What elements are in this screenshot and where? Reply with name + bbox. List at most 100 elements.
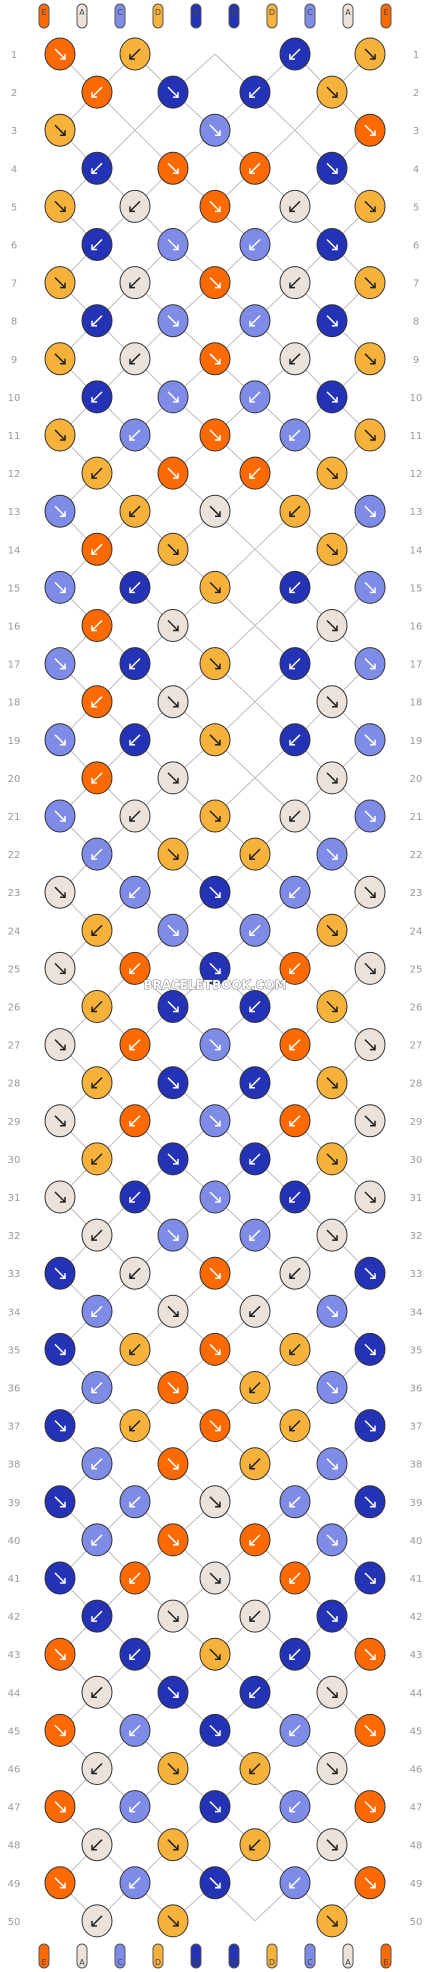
row-number-left: 4: [11, 164, 17, 175]
knot-arrow-icon: [209, 429, 221, 441]
row-number-left: 29: [8, 1117, 21, 1128]
bottom-strand-letter: B: [231, 1958, 237, 1967]
row-number-right: 35: [410, 1345, 423, 1356]
knot-arrow-icon: [129, 353, 141, 365]
knot-arrow-icon: [91, 1839, 103, 1851]
knot-arrow-icon: [91, 1686, 103, 1699]
knot-arrow-icon: [91, 1534, 103, 1546]
knot-arrow-icon: [364, 1267, 376, 1279]
row-number-right: 17: [410, 660, 423, 671]
knot-arrow-icon: [209, 1496, 221, 1508]
knot-arrow-icon: [289, 200, 301, 213]
knot-arrow-icon: [91, 848, 103, 860]
knot-arrow-icon: [326, 1686, 338, 1699]
knot-arrow-icon: [364, 124, 376, 136]
knot-arrow-icon: [364, 734, 376, 746]
knot-arrow-icon: [289, 1267, 301, 1279]
top-strand-letter: B: [231, 8, 237, 17]
knot-arrow-icon: [326, 1000, 338, 1013]
row-number-left: 33: [8, 1269, 21, 1280]
bottom-strand-tab: [76, 1943, 88, 1969]
top-strand-letter: E: [383, 8, 388, 17]
row-number-left: 42: [8, 1612, 21, 1623]
knot-arrow-icon: [364, 962, 376, 975]
knot-arrow-icon: [249, 391, 261, 403]
row-number-right: 27: [410, 1041, 423, 1052]
row-number-right: 39: [410, 1498, 423, 1509]
knot-arrow-icon: [364, 1039, 376, 1051]
bottom-strand-letter: D: [155, 1958, 161, 1967]
knot-arrow-icon: [326, 1305, 338, 1318]
knot-arrow-icon: [129, 429, 141, 441]
row-number-left: 28: [8, 1079, 21, 1090]
knot-arrow-icon: [249, 1610, 261, 1622]
knot-arrow-icon: [91, 315, 103, 327]
row-number-right: 29: [410, 1117, 423, 1128]
knot-arrow-icon: [209, 658, 221, 670]
knot-arrow-icon: [326, 543, 338, 556]
knot-arrow-icon: [129, 1191, 141, 1203]
knot-arrow-icon: [209, 886, 221, 898]
knot-arrow-icon: [167, 1305, 179, 1318]
knot-arrow-icon: [167, 1381, 179, 1394]
knot-arrow-icon: [364, 581, 376, 594]
row-number-right: 32: [410, 1231, 423, 1242]
knot-arrow-icon: [209, 1572, 221, 1584]
knot-arrow-icon: [91, 1229, 103, 1241]
knot-arrow-icon: [167, 924, 179, 937]
row-number-right: 4: [413, 164, 419, 175]
row-number-right: 37: [410, 1422, 423, 1433]
row-number-right: 21: [410, 812, 423, 823]
knot-arrow-icon: [167, 543, 179, 556]
knot-arrow-icon: [91, 162, 103, 175]
knot-arrow-icon: [326, 924, 338, 937]
knot-arrow-icon: [129, 1039, 141, 1051]
knot-arrow-icon: [249, 162, 261, 175]
row-number-right: 6: [413, 241, 419, 252]
row-number-right: 36: [410, 1384, 423, 1395]
knot-arrow-icon: [289, 48, 301, 60]
knot-arrow-icon: [167, 772, 179, 784]
knot-arrow-icon: [91, 1915, 103, 1927]
bottom-strand-tab: [190, 1943, 202, 1969]
bottom-strand-letter: E: [41, 1958, 46, 1967]
row-number-right: 49: [410, 1879, 423, 1890]
knot-arrow-icon: [54, 429, 66, 441]
top-strand-tab: [380, 3, 392, 29]
row-number-left: 39: [8, 1498, 21, 1509]
row-number-left: 44: [8, 1688, 21, 1699]
top-strand-tab: [266, 3, 278, 29]
row-number-right: 33: [410, 1269, 423, 1280]
knot-arrow-icon: [326, 1610, 338, 1622]
knot-arrow-icon: [249, 1686, 261, 1699]
row-number-left: 38: [8, 1460, 21, 1471]
knot-arrow-icon: [209, 1343, 221, 1356]
knot-arrow-icon: [364, 1724, 376, 1737]
knot-arrow-icon: [129, 1572, 141, 1584]
row-number-right: 23: [410, 888, 423, 899]
row-number-left: 47: [8, 1803, 21, 1814]
row-number-left: 43: [8, 1650, 21, 1661]
knot-arrow-icon: [129, 581, 141, 594]
knot-arrow-icon: [167, 238, 179, 251]
row-number-right: 43: [410, 1650, 423, 1661]
knot-arrow-icon: [249, 1305, 261, 1318]
knot-arrow-icon: [129, 1115, 141, 1127]
knot-arrow-icon: [364, 353, 376, 365]
bottom-strand-tab: [342, 1943, 354, 1969]
row-number-right: 22: [410, 850, 423, 861]
bottom-strand-tab: [266, 1943, 278, 1969]
knot-arrow-icon: [209, 353, 221, 365]
knot-arrow-icon: [209, 1877, 221, 1889]
knot-arrow-icon: [91, 619, 103, 632]
knot-arrow-icon: [289, 1115, 301, 1127]
knot-arrow-icon: [289, 1191, 301, 1203]
knot-arrow-icon: [364, 277, 376, 289]
row-number-right: 7: [413, 279, 419, 290]
top-strand-letter: D: [155, 8, 161, 17]
top-strand-letter: E: [41, 8, 46, 17]
bottom-strand-letter: A: [79, 1958, 85, 1967]
knot-arrow-icon: [209, 277, 221, 289]
